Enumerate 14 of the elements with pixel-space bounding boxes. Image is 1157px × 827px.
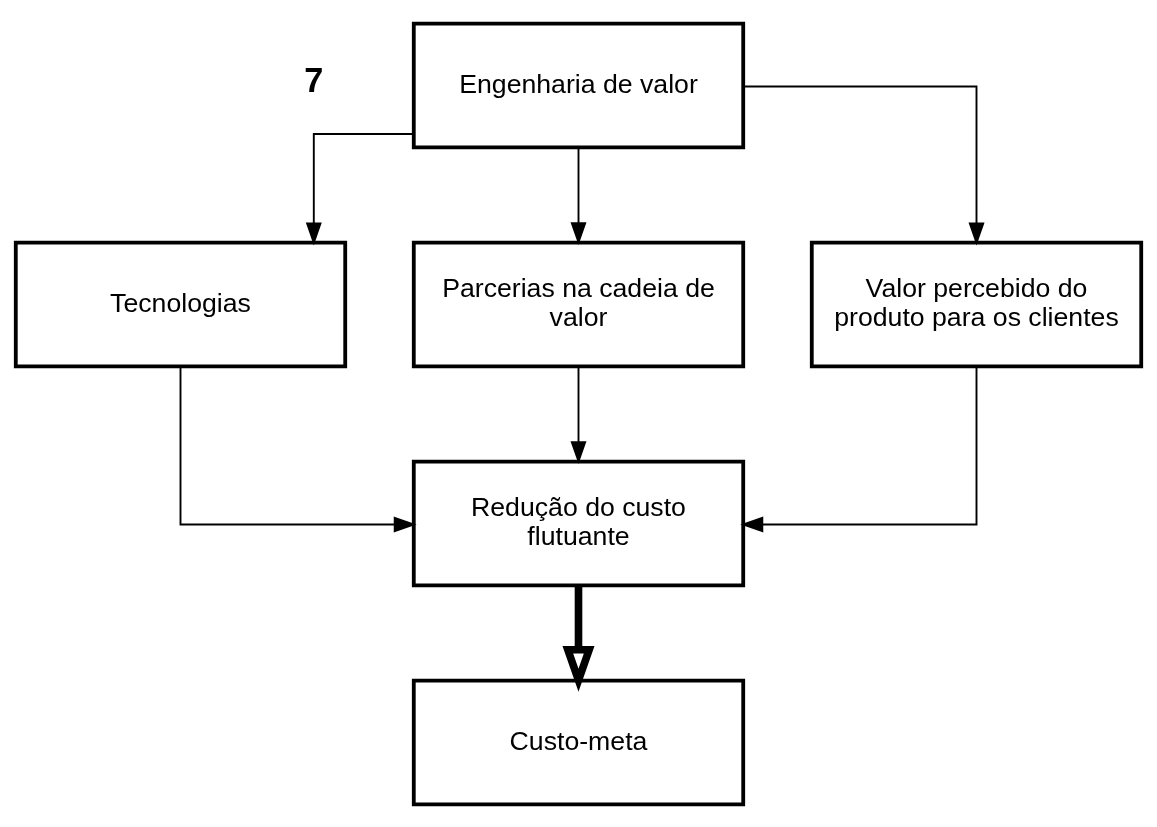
node-box: Valor percebido do produto para os clientes	[809, 240, 1144, 368]
node-box: Parcerias na cadeia de valor	[411, 240, 746, 368]
node-box: Tecnologias	[13, 240, 348, 368]
arrow	[740, 365, 978, 532]
arrow	[179, 365, 417, 532]
arrow	[570, 146, 587, 245]
node-box: Engenharia de valor	[411, 21, 746, 149]
arrow	[562, 585, 595, 692]
node-box: Custo-meta	[411, 678, 746, 806]
node-box: Redução do custo flutuante	[411, 459, 746, 587]
label: 7	[304, 60, 324, 99]
arrow	[570, 365, 587, 464]
arrow	[305, 132, 415, 245]
arrow	[742, 85, 985, 245]
